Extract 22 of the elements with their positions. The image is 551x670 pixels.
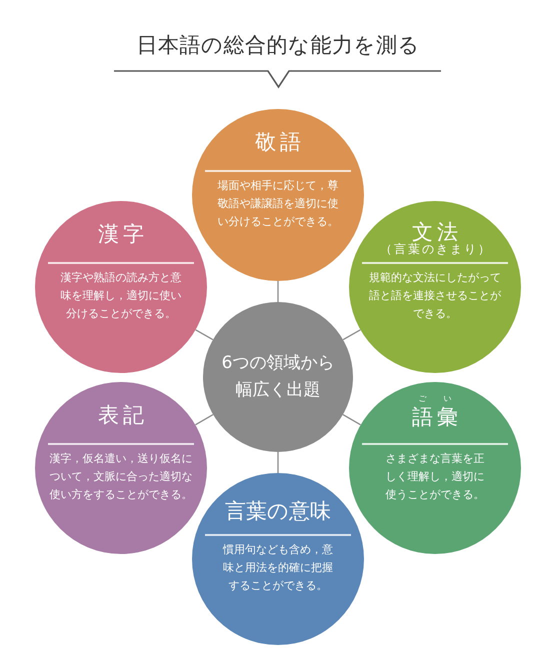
category-description: さまざまな言葉を正しく理解し，適切に使うことができる。 [384, 451, 486, 503]
connector-line [342, 414, 361, 426]
category-heading: 語彙 [411, 404, 462, 430]
category-heading: 文法 [412, 219, 462, 244]
category-description: 規範的な文法にしたがって語と語を連接させることができる。 [368, 270, 502, 322]
hub-label: 6つの領域から幅広く出題 [220, 352, 336, 402]
connector-line [277, 281, 279, 302]
connector-line [195, 329, 214, 340]
category-heading: 言葉の意味 [225, 498, 331, 524]
category-heading: 漢字 [97, 221, 148, 247]
furigana-reading: ごい [418, 394, 468, 404]
connector-line [195, 414, 214, 426]
category-heading: 表記 [97, 402, 148, 428]
category-description: 漢字や熟語の読み方と意味を理解し，適切に使い分けることができる。 [60, 270, 182, 322]
diagram-title: 日本語の総合的な能力を測る [136, 32, 420, 59]
category-heading: 敬語 [254, 129, 305, 155]
category-description: 漢字，仮名遣い，送り仮名について，文脈に合った適切な使い方をすることができる。 [48, 451, 194, 503]
connector-line [342, 329, 361, 340]
connector-line [277, 452, 279, 473]
category-description: 慣用句なども含め，意味と用法を的確に把握することができる。 [222, 542, 334, 594]
category-description: 場面や相手に応じて，尊敬語や謙譲語を適切に使い分けることができる。 [216, 178, 340, 230]
heading-subtitle: （言葉のきまり） [379, 242, 492, 256]
